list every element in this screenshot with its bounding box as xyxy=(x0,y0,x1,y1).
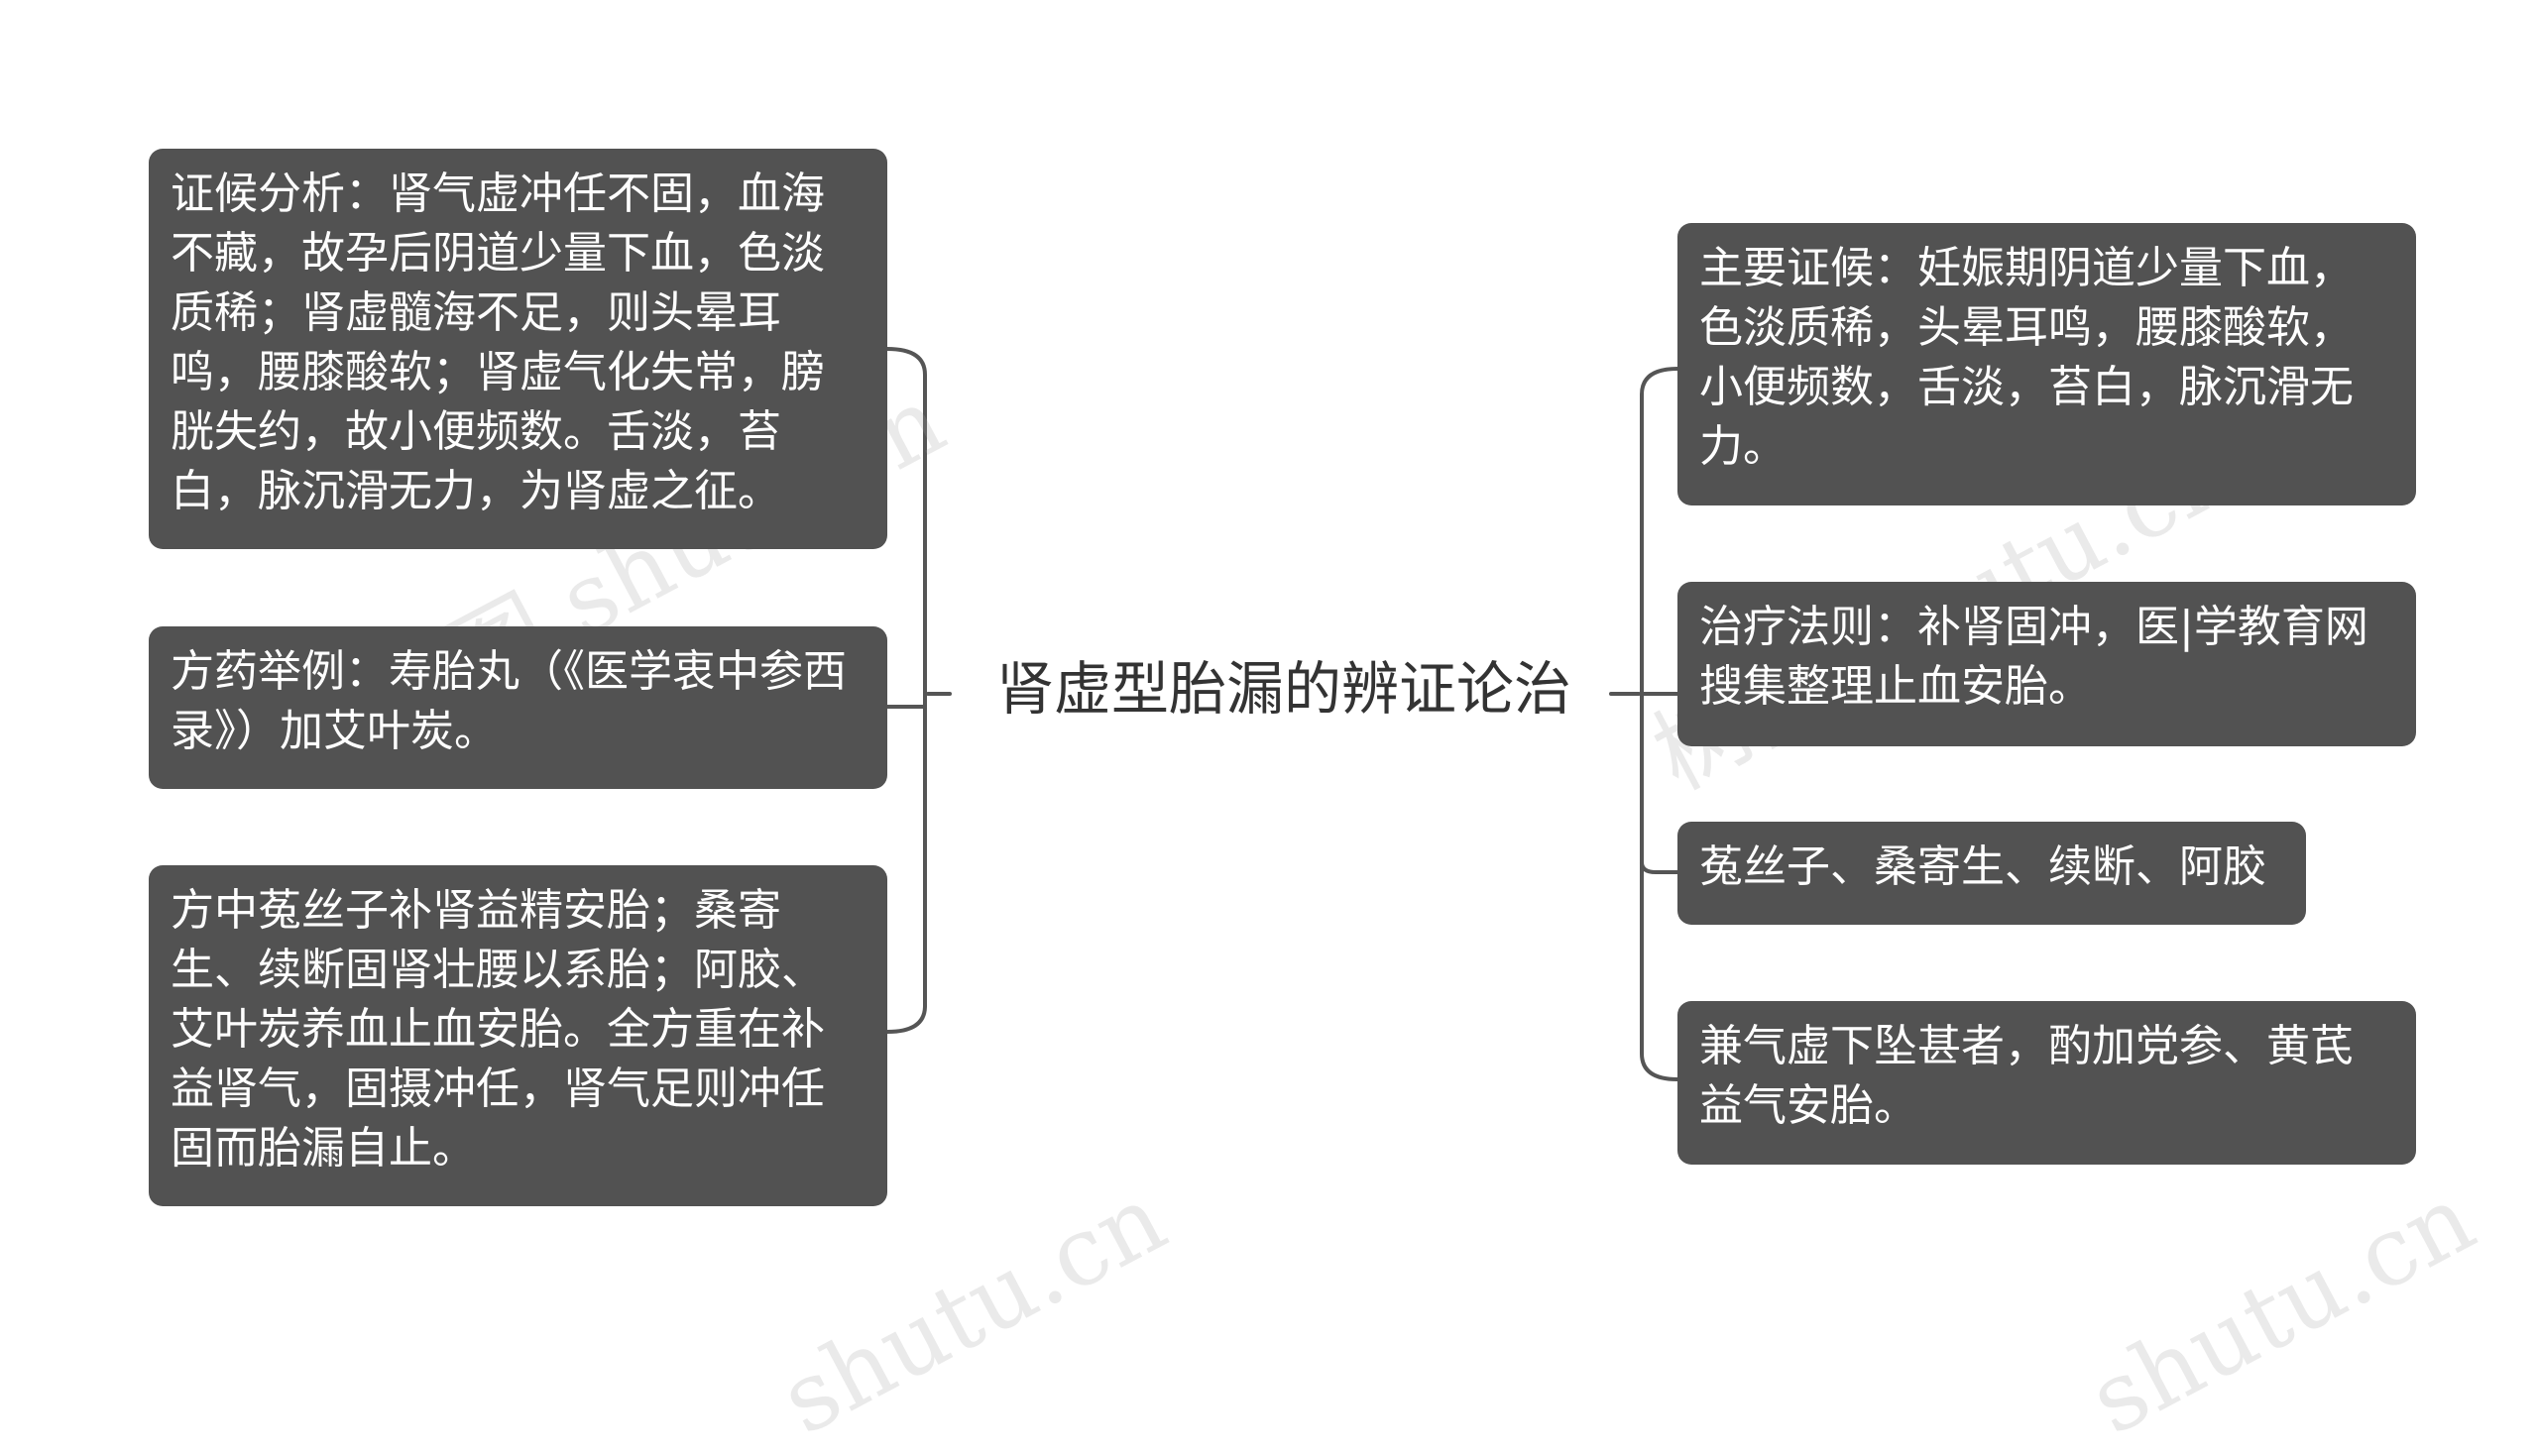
left-node-formula-explanation[interactable]: 方中菟丝子补肾益精安胎；桑寄生、续断固肾壮腰以系胎；阿胶、艾叶炭养血止血安胎。全… xyxy=(149,865,887,1206)
connector-left-bracket xyxy=(885,347,927,1034)
connector-right-3 xyxy=(1640,860,1679,874)
connector-right-bracket xyxy=(1640,367,1679,1081)
left-node-prescription-example[interactable]: 方药举例：寿胎丸（《医学衷中参西录》）加艾叶炭。 xyxy=(149,626,887,789)
mindmap-canvas: 树图 shutu.cn 树图 shutu.cn shutu.cn shutu.c… xyxy=(149,149,2491,1456)
right-node-treatment-principle[interactable]: 治疗法则：补肾固冲，医|学教育网搜集整理止血安胎。 xyxy=(1677,582,2416,746)
connector-lines xyxy=(885,347,1679,1081)
right-node-qi-deficiency-addition[interactable]: 兼气虚下坠甚者，酌加党参、黄芪益气安胎。 xyxy=(1677,1001,2416,1165)
root-topic[interactable]: 肾虚型胎漏的辨证论治 xyxy=(995,655,1571,723)
right-node-herbs[interactable]: 菟丝子、桑寄生、续断、阿胶 xyxy=(1677,822,2306,925)
left-node-syndrome-analysis[interactable]: 证候分析：肾气虚冲任不固，血海不藏，故孕后阴道少量下血，色淡质稀；肾虚髓海不足，… xyxy=(149,149,887,549)
right-node-main-symptoms[interactable]: 主要证候：妊娠期阴道少量下血，色淡质稀，头晕耳鸣，腰膝酸软，小便频数，舌淡，苔白… xyxy=(1677,223,2416,505)
